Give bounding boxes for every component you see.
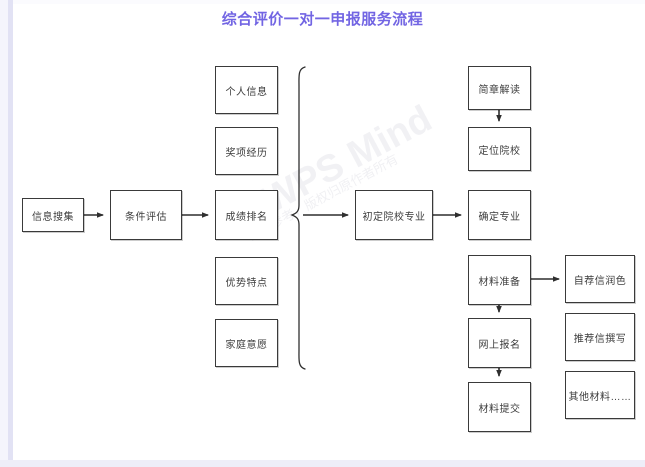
node-label: 成绩排名: [225, 211, 268, 223]
node-info-collect[interactable]: 信息搜集: [22, 198, 84, 232]
grouping-brace: [290, 66, 306, 370]
page-frame-top-edge: [13, 0, 645, 4]
node-label: 自荐信润色: [573, 275, 627, 287]
page-frame-bottom-edge: [0, 460, 645, 467]
node-label: 条件评估: [125, 211, 167, 223]
page-frame-left-rule: [8, 0, 13, 467]
node-label: 信息搜集: [32, 211, 74, 223]
page-title: 综合评价一对一申报服务流程: [221, 11, 424, 28]
node-target-school[interactable]: 定位院校: [468, 127, 531, 171]
page-frame-left-edge: [0, 0, 8, 467]
node-self-rec-letter[interactable]: 自荐信润色: [565, 255, 635, 303]
node-material-prep[interactable]: 材料准备: [468, 255, 531, 305]
node-strength-traits[interactable]: 优势特点: [215, 257, 278, 305]
node-label: 奖项经历: [225, 147, 268, 159]
node-material-submit[interactable]: 材料提交: [468, 382, 531, 432]
node-condition-eval[interactable]: 条件评估: [110, 190, 182, 240]
node-label: 家庭意愿: [225, 339, 268, 351]
node-award-history[interactable]: 奖项经历: [215, 127, 278, 175]
node-label: 材料准备: [478, 276, 521, 288]
node-score-ranking[interactable]: 成绩排名: [215, 190, 278, 240]
node-personal-info[interactable]: 个人信息: [215, 66, 278, 114]
node-brochure-reading[interactable]: 简章解读: [468, 66, 531, 110]
node-label: 材料提交: [478, 403, 521, 415]
node-label: 推荐信撰写: [573, 333, 627, 345]
node-other-materials[interactable]: 其他材料……: [565, 371, 635, 419]
node-label: 网上报名: [478, 339, 521, 351]
node-label: 个人信息: [225, 86, 268, 98]
node-label: 确定专业: [478, 211, 521, 223]
node-label: 定位院校: [478, 145, 521, 157]
node-confirm-major[interactable]: 确定专业: [468, 190, 531, 240]
node-online-signup[interactable]: 网上报名: [468, 318, 531, 368]
node-family-wish[interactable]: 家庭意愿: [215, 319, 278, 367]
node-label: 初定院校专业: [362, 211, 426, 223]
node-label: 优势特点: [225, 277, 268, 289]
node-rec-letter-write[interactable]: 推荐信撰写: [565, 313, 635, 361]
node-label: 简章解读: [478, 84, 521, 96]
node-preliminary-major[interactable]: 初定院校专业: [355, 190, 433, 240]
node-label: 其他材料……: [568, 391, 632, 403]
